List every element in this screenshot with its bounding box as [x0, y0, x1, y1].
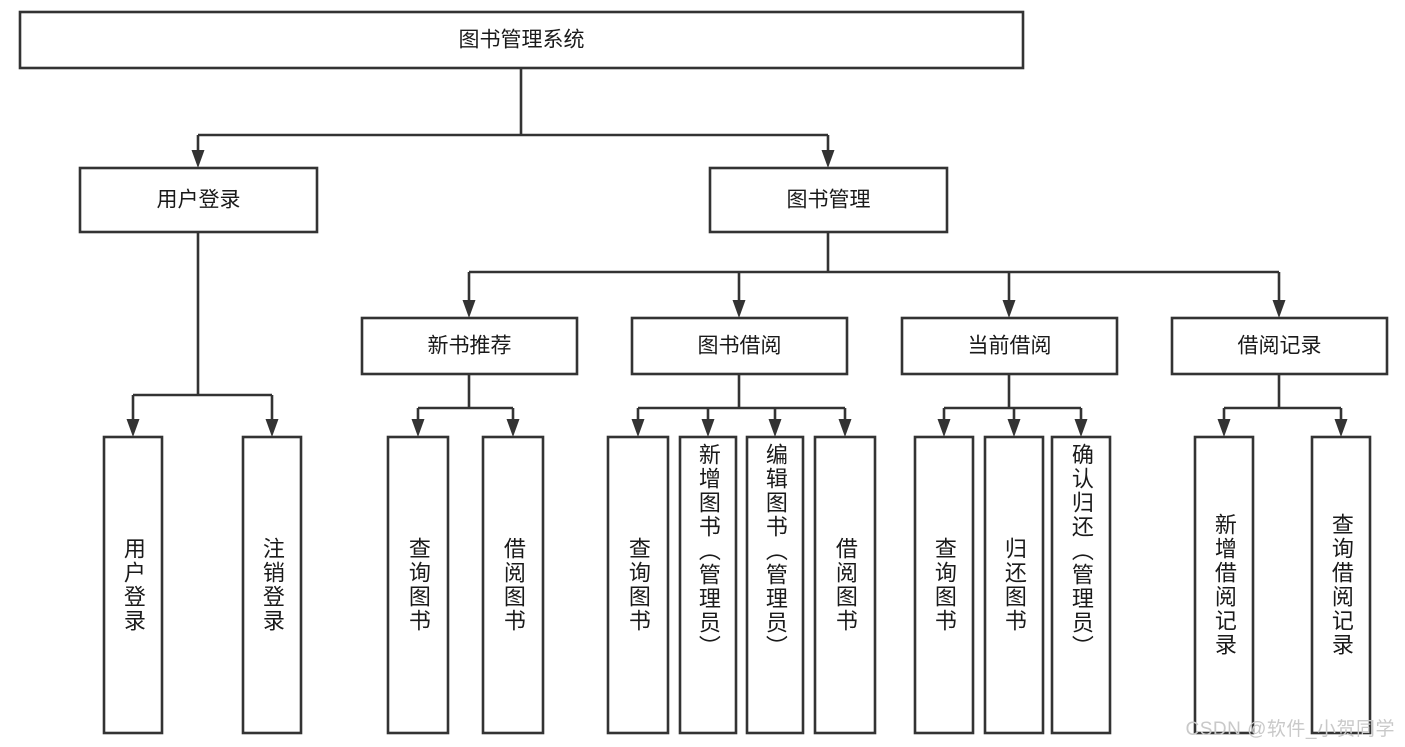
- node-label-new-book-recommend: 新书推荐: [428, 335, 512, 358]
- node-box-leaf-return-book[interactable]: [983, 435, 1045, 735]
- arrow-head-icon: [732, 300, 746, 318]
- node-label-root: 图书管理系统: [459, 29, 585, 52]
- node-box-book-borrow[interactable]: [630, 316, 849, 376]
- node-label-current-borrow: 当前借阅: [968, 335, 1052, 358]
- node-box-leaf-add-book-admin[interactable]: [678, 435, 738, 735]
- node-box-book-management[interactable]: [708, 166, 949, 234]
- arrow-head-icon: [265, 419, 279, 437]
- arrow-head-icon: [631, 419, 645, 437]
- node-label-user-login: 用户登录: [157, 189, 241, 212]
- node-box-leaf-query-book-current[interactable]: [913, 435, 975, 735]
- node-box-leaf-query-borrow-record[interactable]: [1310, 435, 1372, 735]
- node-label-book-borrow: 图书借阅: [698, 335, 782, 358]
- node-box-leaf-borrow-book[interactable]: [813, 435, 877, 735]
- node-box-leaf-user-login[interactable]: [102, 435, 164, 735]
- node-label-book-management: 图书管理: [787, 189, 871, 212]
- connector-userlogin-to-leaves: [126, 232, 279, 437]
- node-label-borrow-record: 借阅记录: [1238, 335, 1322, 358]
- node-box-leaf-confirm-return-admin[interactable]: [1050, 435, 1112, 735]
- node-box-root[interactable]: [18, 10, 1025, 70]
- connector-current-to-leaves: [937, 374, 1088, 437]
- arrow-head-icon: [126, 419, 140, 437]
- node-box-leaf-query-book-borrow[interactable]: [606, 435, 670, 735]
- arrow-head-icon: [1272, 300, 1286, 318]
- watermark-text: CSDN @软件_小贺同学: [1185, 719, 1395, 740]
- arrow-head-icon: [411, 419, 425, 437]
- arrow-head-icon: [462, 300, 476, 318]
- arrow-head-icon: [1074, 419, 1088, 437]
- node-box-borrow-record[interactable]: [1170, 316, 1389, 376]
- node-box-current-borrow[interactable]: [900, 316, 1119, 376]
- connector-borrow-to-leaves: [631, 374, 852, 437]
- connector-root-to-level2: [191, 68, 835, 168]
- arrow-head-icon: [1002, 300, 1016, 318]
- arrow-head-icon: [506, 419, 520, 437]
- arrow-head-icon: [768, 419, 782, 437]
- node-box-new-book-recommend[interactable]: [360, 316, 579, 376]
- connector-bookmgmt-to-level3: [462, 232, 1286, 318]
- connector-record-to-leaves: [1217, 374, 1348, 437]
- node-box-leaf-query-book-recommend[interactable]: [386, 435, 450, 735]
- arrow-head-icon: [937, 419, 951, 437]
- arrow-head-icon: [821, 150, 835, 168]
- arrow-head-icon: [1217, 419, 1231, 437]
- node-box-leaf-borrow-book-recommend[interactable]: [481, 435, 545, 735]
- arrow-head-icon: [838, 419, 852, 437]
- connector-recommend-to-leaves: [411, 374, 520, 437]
- node-box-leaf-edit-book-admin[interactable]: [745, 435, 805, 735]
- arrow-head-icon: [701, 419, 715, 437]
- arrow-head-icon: [1334, 419, 1348, 437]
- arrow-head-icon: [191, 150, 205, 168]
- node-box-leaf-add-borrow-record[interactable]: [1193, 435, 1255, 735]
- arrow-head-icon: [1007, 419, 1021, 437]
- node-box-user-login[interactable]: [78, 166, 319, 234]
- node-box-layer: [18, 10, 1389, 735]
- connector-layer: [126, 68, 1348, 437]
- node-box-leaf-logout[interactable]: [241, 435, 303, 735]
